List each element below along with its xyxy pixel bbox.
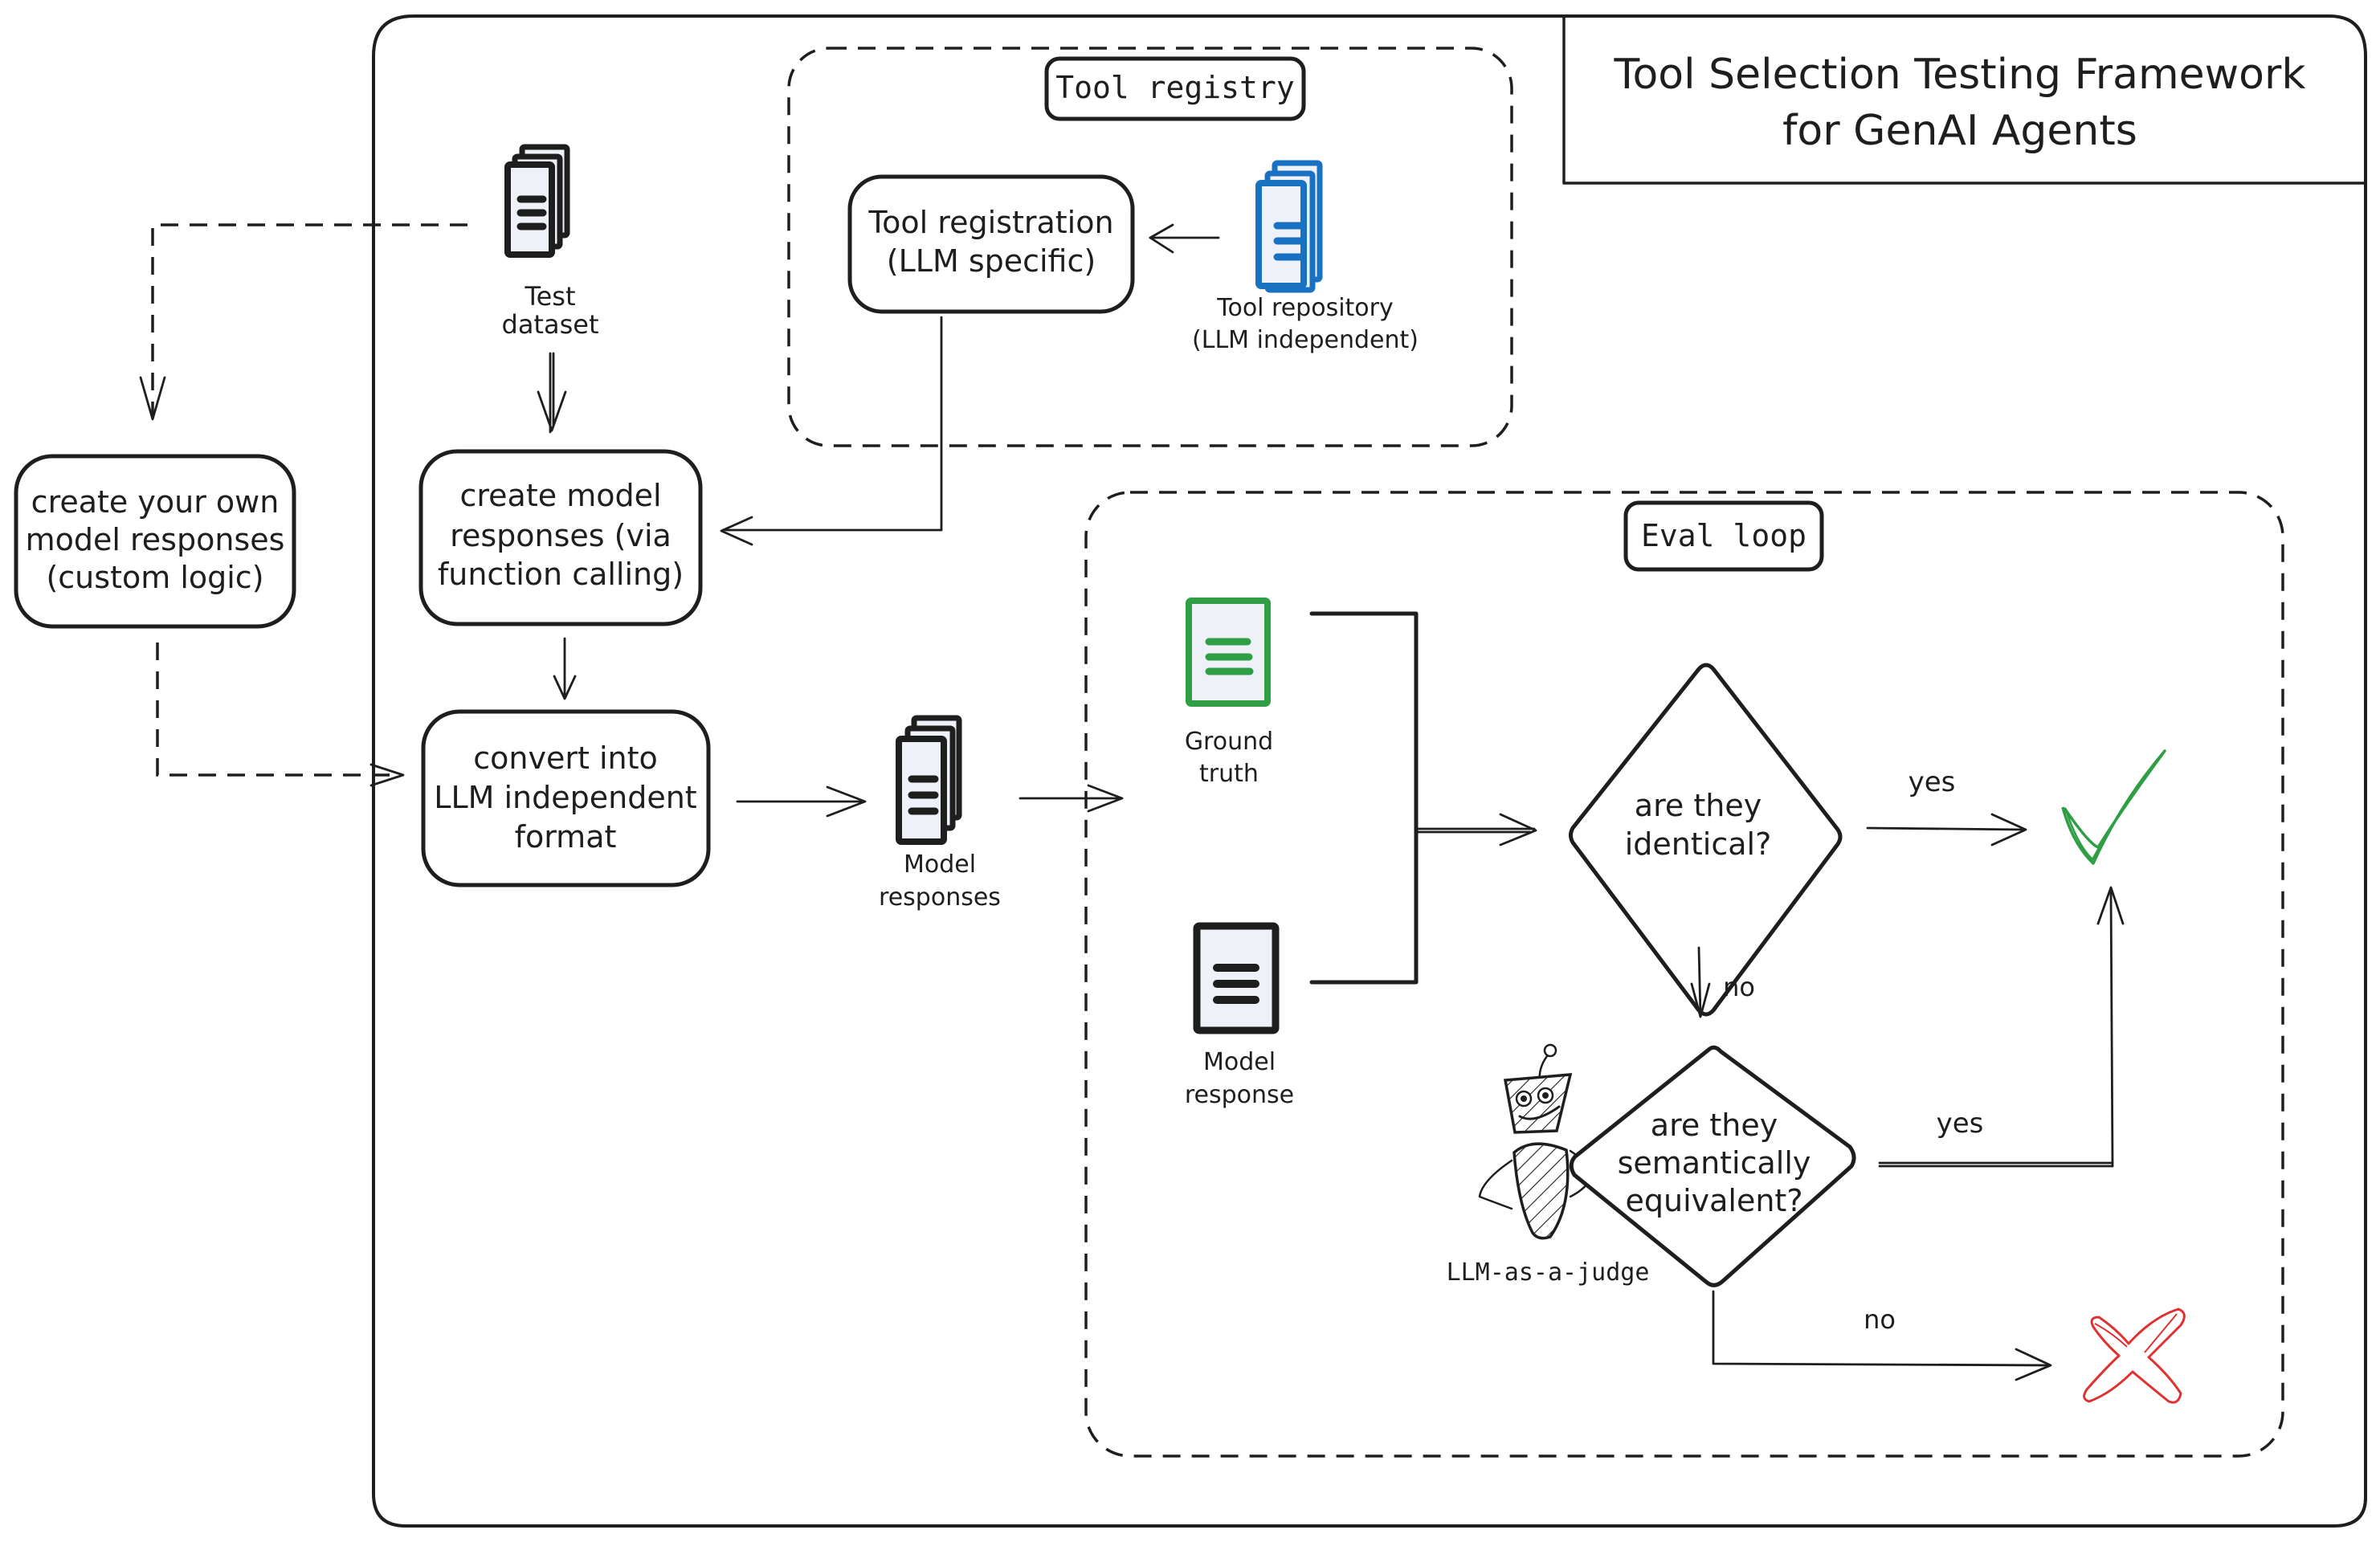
label-semantic-yes: yes (1937, 1108, 1984, 1140)
dashed-arrow-dataset-to-custom (139, 223, 467, 421)
merge-connector (1309, 611, 1537, 985)
decision-identical-label-2: identical? (1625, 826, 1772, 862)
tool-registration-node[interactable]: Tool registration (LLM specific) (847, 174, 1135, 314)
arrow-identical-yes: yes (1866, 766, 2027, 846)
dashed-arrow-custom-to-convert (156, 642, 405, 787)
tool-repository-label-2: (LLM independent) (1192, 326, 1419, 354)
decision-identical-label-1: are they (1635, 788, 1762, 823)
ground-truth-node[interactable]: Ground truth (1185, 598, 1273, 788)
tool-registration-label-2: (LLM specific) (887, 243, 1096, 279)
arrow-semantic-yes: yes (1878, 886, 2125, 1168)
checkmark-icon (2061, 749, 2166, 865)
eval-loop-label-box (1623, 500, 1824, 572)
create-model-responses-label-2: responses (via (450, 518, 672, 553)
tool-repository-label-1: Tool repository (1216, 294, 1394, 322)
decision-identical[interactable]: are they identical? (1569, 663, 1843, 1017)
convert-format-label-2: LLM independent (434, 780, 696, 815)
convert-format-node[interactable]: convert into LLM independent format (421, 709, 711, 887)
create-model-responses-label-3: function calling) (438, 557, 684, 592)
decision-semantic-label-1: are they (1651, 1108, 1778, 1143)
label-identical-no: no (1723, 972, 1755, 1002)
title-line-1: Tool Selection Testing Framework (1614, 51, 2306, 99)
convert-format-label-1: convert into (473, 740, 657, 776)
ground-truth-label-1: Ground (1185, 728, 1273, 756)
decision-semantic[interactable]: are they semantically equivalent? (1569, 1045, 1856, 1287)
create-model-responses-node[interactable]: create model responses (via function cal… (418, 449, 703, 626)
label-identical-yes: yes (1908, 766, 1956, 798)
document-icon (1193, 922, 1280, 1034)
arrow-dataset-to-create-responses (537, 352, 567, 434)
tool-registry-label: Tool registry (1055, 70, 1294, 105)
outer-frame (372, 14, 2367, 1528)
arrow-registration-to-create-responses (720, 316, 943, 546)
decision-semantic-label-3: equivalent? (1625, 1183, 1802, 1218)
test-dataset-label-2: dataset (502, 309, 599, 340)
label-semantic-no: no (1864, 1304, 1896, 1335)
arrow-convert-to-model-responses (736, 785, 867, 818)
custom-responses-label-3: (custom logic) (46, 560, 263, 595)
model-response-node[interactable]: Model response (1185, 922, 1294, 1109)
eval-loop-label: Eval loop (1641, 518, 1806, 553)
document-stack-icon (504, 144, 570, 258)
tool-registry-label-box (1044, 56, 1306, 121)
document-icon (1186, 598, 1271, 707)
document-stack-icon (1255, 160, 1323, 293)
arrow-repository-to-registration (1149, 223, 1220, 254)
model-response-label-1: Model (1203, 1048, 1276, 1076)
custom-responses-label-1: create your own (31, 484, 280, 520)
custom-responses-label-2: model responses (26, 522, 285, 557)
model-responses-label-2: responses (879, 883, 1001, 912)
eval-loop-group: Eval loop Ground truth Model response (1084, 491, 2284, 1458)
robot-icon: LLM-as-a-judge (1447, 1043, 1650, 1287)
tool-repository-node[interactable]: Tool repository (LLM independent) (1192, 160, 1419, 354)
arrow-responses-to-eval-loop (1019, 784, 1124, 813)
ground-truth-label-2: truth (1199, 760, 1259, 788)
arrow-semantic-no: no (1712, 1290, 2052, 1381)
model-responses-node[interactable]: Model responses (879, 715, 1001, 912)
cross-icon (2083, 1307, 2186, 1404)
llm-judge-label: LLM-as-a-judge (1447, 1258, 1650, 1287)
create-model-responses-label-1: create model (459, 478, 661, 513)
test-dataset-node[interactable]: Test dataset (502, 144, 599, 340)
convert-format-label-3: format (515, 819, 617, 855)
decision-semantic-label-2: semantically (1618, 1145, 1811, 1181)
test-dataset-label-1: Test (524, 281, 575, 312)
arrow-identical-no: no (1690, 946, 1755, 1018)
tool-registry-group: Tool registry Tool registration (LLM spe… (787, 47, 1513, 447)
document-stack-icon (896, 715, 962, 845)
model-responses-label-1: Model (904, 851, 976, 879)
model-response-label-2: response (1185, 1081, 1294, 1109)
arrow-create-to-convert (553, 637, 577, 700)
tool-registration-label-1: Tool registration (867, 205, 1113, 240)
custom-responses-node[interactable]: create your own model responses (custom … (14, 454, 296, 629)
title-line-2: for GenAI Agents (1782, 107, 2137, 155)
title-box: Tool Selection Testing Framework for Gen… (1562, 16, 2367, 185)
